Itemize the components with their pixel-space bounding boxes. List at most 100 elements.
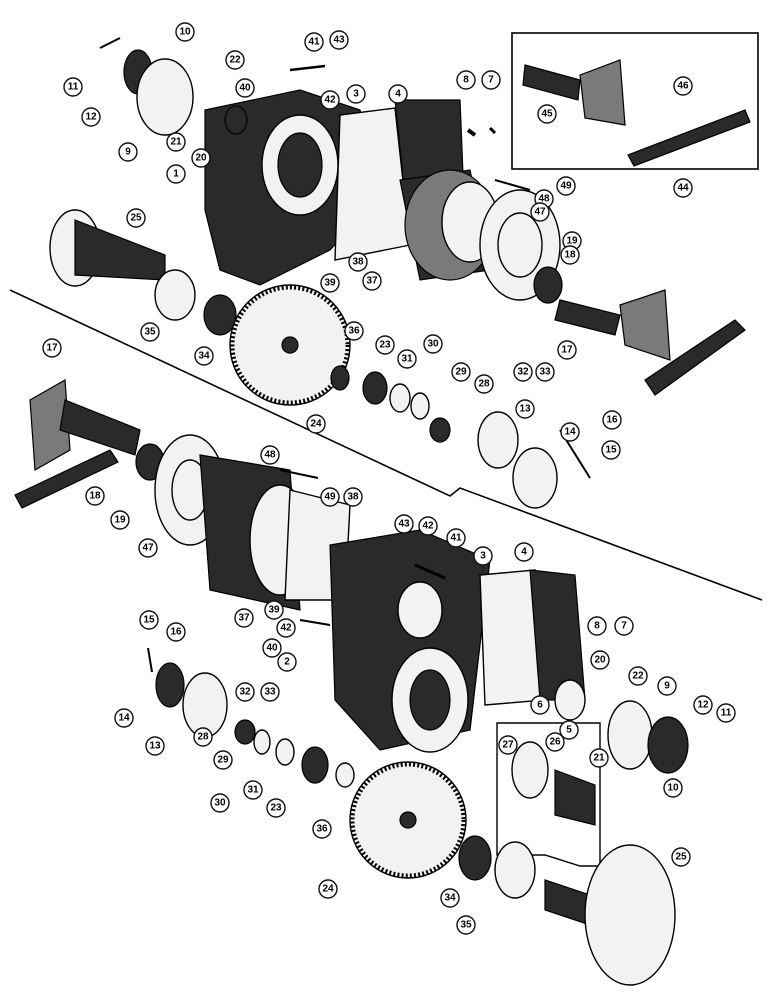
callout-label: 18 xyxy=(564,250,576,261)
bolt-41-upper xyxy=(289,64,326,72)
callout-c12: 12 xyxy=(81,107,101,127)
callout-label: 7 xyxy=(488,75,494,86)
callout-c26: 26 xyxy=(545,732,565,752)
pinion-45-inset xyxy=(522,64,581,101)
lower-assembly xyxy=(14,379,689,986)
bearing-23-lower xyxy=(301,746,329,784)
callout-c28b: 28 xyxy=(193,727,213,747)
callout-label: 3 xyxy=(353,89,359,100)
cross-shaft-right xyxy=(644,319,746,396)
callout-c14b: 14 xyxy=(114,708,134,728)
callout-label: 14 xyxy=(118,713,130,724)
callout-c40b: 40 xyxy=(262,638,282,658)
callout-label: 24 xyxy=(310,419,322,430)
bolt-11-upper xyxy=(99,37,121,49)
callout-c29b: 29 xyxy=(213,750,233,770)
callout-c41: 41 xyxy=(304,32,324,52)
callout-c7: 7 xyxy=(481,70,501,90)
callout-c17b: 17 xyxy=(42,338,62,358)
callout-label: 2 xyxy=(284,657,290,668)
callout-label: 16 xyxy=(170,627,182,638)
spacer-36-lower xyxy=(335,762,355,788)
callout-label: 1 xyxy=(173,169,179,180)
callout-c21: 21 xyxy=(166,132,186,152)
callout-label: 29 xyxy=(217,755,229,766)
callout-c36: 36 xyxy=(344,321,364,341)
callout-label: 15 xyxy=(143,615,155,626)
callout-c20b: 20 xyxy=(590,650,610,670)
callout-c31: 31 xyxy=(397,349,417,369)
callout-label: 3 xyxy=(480,551,486,562)
callout-label: 17 xyxy=(561,345,573,356)
axle-flange-lower xyxy=(584,844,676,986)
callout-c35b: 35 xyxy=(456,915,476,935)
callout-c22: 22 xyxy=(225,50,245,70)
bearing-cone-34-lower xyxy=(458,835,492,881)
callout-c42c: 42 xyxy=(276,618,296,638)
callout-c34b: 34 xyxy=(440,888,460,908)
seal-10-lower xyxy=(647,716,689,774)
callout-c32: 32 xyxy=(513,362,533,382)
pinion-gear-45-inset xyxy=(579,59,626,126)
inset-box-lower xyxy=(496,722,601,867)
callout-label: 12 xyxy=(697,700,709,711)
callout-label: 38 xyxy=(347,492,359,503)
callout-c42b: 42 xyxy=(418,516,438,536)
gasket-9-lower xyxy=(607,700,653,770)
callout-c20: 20 xyxy=(191,148,211,168)
callout-label: 32 xyxy=(517,367,529,378)
callout-c37: 37 xyxy=(362,271,382,291)
callout-c39: 39 xyxy=(320,273,340,293)
callout-c21b: 21 xyxy=(589,748,609,768)
callout-c25b: 25 xyxy=(671,847,691,867)
callout-label: 46 xyxy=(677,81,689,92)
callout-c10: 10 xyxy=(175,22,195,42)
callout-c31b: 31 xyxy=(243,780,263,800)
callout-label: 49 xyxy=(560,181,572,192)
inset-box xyxy=(511,32,759,170)
nut-28-lower xyxy=(234,719,256,745)
retainer-14-lower xyxy=(155,662,185,708)
callout-label: 37 xyxy=(238,613,250,624)
bolt-40-lower xyxy=(299,619,331,626)
callout-label: 36 xyxy=(348,326,360,337)
callout-label: 20 xyxy=(594,655,606,666)
callout-c4: 4 xyxy=(388,84,408,104)
callout-c8: 8 xyxy=(456,70,476,90)
callout-c49: 49 xyxy=(556,176,576,196)
callout-c11: 11 xyxy=(63,77,83,97)
callout-label: 31 xyxy=(401,354,413,365)
callout-c16: 16 xyxy=(602,410,622,430)
housing-bore-inner-upper xyxy=(277,132,323,198)
callout-c2: 2 xyxy=(277,652,297,672)
callout-label: 43 xyxy=(333,35,345,46)
callout-label: 9 xyxy=(125,147,131,158)
callout-label: 10 xyxy=(179,27,191,38)
callout-label: 33 xyxy=(539,367,551,378)
callout-label: 22 xyxy=(229,55,241,66)
callout-label: 23 xyxy=(270,803,282,814)
ring-gear-teeth-lower xyxy=(349,761,467,879)
callout-label: 25 xyxy=(675,852,687,863)
callout-c11b: 11 xyxy=(716,703,736,723)
callout-c34: 34 xyxy=(194,346,214,366)
callout-label: 8 xyxy=(463,75,469,86)
callout-c33: 33 xyxy=(535,362,555,382)
callout-label: 39 xyxy=(324,278,336,289)
pinion-gear-right-upper xyxy=(619,289,671,361)
callout-label: 25 xyxy=(130,213,142,224)
bearing-cup-35-upper xyxy=(154,269,196,321)
bolt-41-lower xyxy=(414,563,446,580)
cross-shaft-46-inset xyxy=(627,109,751,167)
pinion-shaft-right-upper xyxy=(554,299,621,336)
callout-label: 23 xyxy=(379,340,391,351)
callout-label: 4 xyxy=(521,547,527,558)
callout-c41b: 41 xyxy=(446,528,466,548)
callout-c9: 9 xyxy=(118,142,138,162)
callout-label: 16 xyxy=(606,415,618,426)
callout-label: 44 xyxy=(677,183,689,194)
callout-c9b: 9 xyxy=(657,676,677,696)
callout-c15: 15 xyxy=(601,440,621,460)
callout-label: 36 xyxy=(316,824,328,835)
